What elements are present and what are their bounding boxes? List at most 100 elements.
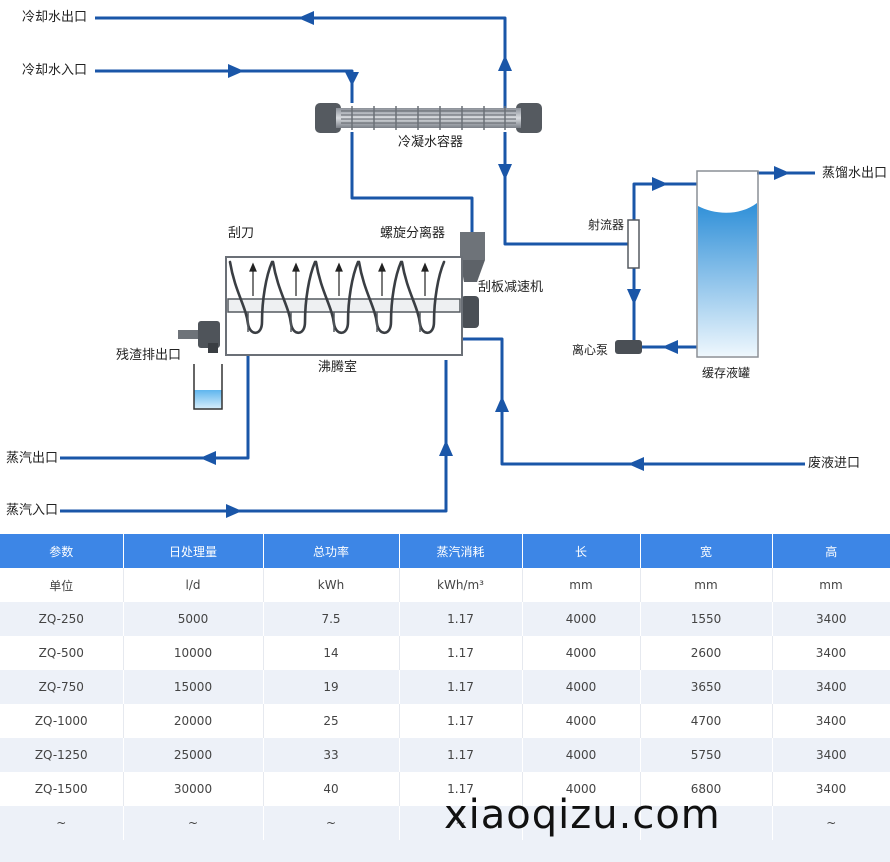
table-header-cell: 蒸汽消耗 bbox=[399, 534, 523, 568]
table-cell: 7.5 bbox=[263, 602, 400, 636]
label-steam-out: 蒸汽出口 bbox=[6, 451, 59, 466]
spiral-separator-icon bbox=[460, 232, 485, 282]
table-cell: mm bbox=[522, 568, 641, 602]
label-steam-in: 蒸汽入口 bbox=[6, 503, 59, 518]
table-cell: mm bbox=[640, 568, 773, 602]
arrow-icon bbox=[228, 64, 244, 78]
table-cell: ~ bbox=[263, 806, 400, 840]
table-header-cell: 参数 bbox=[0, 534, 124, 568]
table-cell: 3400 bbox=[772, 738, 890, 772]
table-header-cell: 宽 bbox=[640, 534, 773, 568]
table-header-cell: 长 bbox=[522, 534, 641, 568]
pipe-cooling-water-out bbox=[95, 16, 507, 108]
arrow-icon bbox=[345, 72, 359, 86]
table-cell: ZQ-250 bbox=[0, 602, 124, 636]
label-residue-outlet: 残渣排出口 bbox=[116, 348, 182, 363]
table-cell: 3400 bbox=[772, 772, 890, 806]
table-cell: 1.17 bbox=[399, 772, 523, 806]
label-scraper: 刮刀 bbox=[228, 226, 255, 241]
pipe-cooling-water-in bbox=[95, 69, 354, 103]
table-cell: 1550 bbox=[640, 602, 773, 636]
table-row: ~~~~~ bbox=[0, 806, 890, 840]
table-cell: 1.17 bbox=[399, 602, 523, 636]
arrow-icon bbox=[298, 11, 314, 25]
label-cooling-water-in: 冷却水入口 bbox=[22, 63, 88, 78]
residue-outlet-icon bbox=[178, 321, 220, 353]
table-cell: 1.17 bbox=[399, 704, 523, 738]
table-header-cell: 高 bbox=[772, 534, 890, 568]
table-cell: 4000 bbox=[522, 704, 641, 738]
pipes bbox=[60, 16, 815, 513]
table-cell bbox=[522, 806, 641, 840]
arrow-icon bbox=[662, 340, 678, 354]
table-cell: 19 bbox=[263, 670, 400, 704]
table-cell: 4000 bbox=[522, 738, 641, 772]
table-cell: 单位 bbox=[0, 568, 124, 602]
table-header-cell: 日处理量 bbox=[123, 534, 264, 568]
table-cell: 3400 bbox=[772, 704, 890, 738]
watermark: xiaoqizu.com bbox=[444, 792, 721, 838]
table-cell: 5000 bbox=[123, 602, 264, 636]
label-buffer-tank: 缓存液罐 bbox=[702, 366, 751, 380]
arrow-icon bbox=[495, 396, 509, 412]
table-cell: ZQ-500 bbox=[0, 636, 124, 670]
table-cell: 4000 bbox=[522, 602, 641, 636]
arrow-icon bbox=[498, 164, 512, 180]
centrifugal-pump-icon bbox=[615, 340, 642, 354]
table-cell: 2600 bbox=[640, 636, 773, 670]
label-scraper-reducer: 刮板减速机 bbox=[478, 280, 544, 295]
label-condenser: 冷凝水容器 bbox=[398, 135, 464, 150]
table-cell: 14 bbox=[263, 636, 400, 670]
table-cell: 20000 bbox=[123, 704, 264, 738]
table-cell: ZQ-1000 bbox=[0, 704, 124, 738]
table-cell: mm bbox=[772, 568, 890, 602]
table-cell: 3400 bbox=[772, 602, 890, 636]
arrow-icon bbox=[200, 451, 216, 465]
arrow-icon bbox=[439, 440, 453, 456]
label-distilled-water-out: 蒸馏水出口 bbox=[822, 166, 888, 181]
residue-cup-icon bbox=[193, 364, 223, 410]
boiling-chamber-icon bbox=[225, 256, 463, 356]
ejector-icon bbox=[627, 219, 640, 269]
arrow-icon bbox=[628, 457, 644, 471]
table-cell: 4000 bbox=[522, 772, 641, 806]
arrow-icon bbox=[226, 504, 242, 518]
arrow-icon bbox=[652, 177, 668, 191]
table-cell: 6800 bbox=[640, 772, 773, 806]
label-boiling-chamber: 沸腾室 bbox=[318, 360, 358, 375]
table-cell: 25 bbox=[263, 704, 400, 738]
table-cell: 5750 bbox=[640, 738, 773, 772]
table-cell: 1.17 bbox=[399, 738, 523, 772]
table-cell: 4000 bbox=[522, 636, 641, 670]
table-cell: 10000 bbox=[123, 636, 264, 670]
table-header-cell: 总功率 bbox=[263, 534, 400, 568]
table-cell: 30000 bbox=[123, 772, 264, 806]
label-cooling-water-out: 冷却水出口 bbox=[22, 10, 88, 25]
table-cell: ~ bbox=[123, 806, 264, 840]
arrow-icon bbox=[498, 55, 512, 71]
table-header-row: 参数 日处理量 总功率 蒸汽消耗 长 宽 高 bbox=[0, 534, 890, 568]
table-cell: 15000 bbox=[123, 670, 264, 704]
table-cell: 40 bbox=[263, 772, 400, 806]
table-cell bbox=[640, 806, 773, 840]
table-cell: 33 bbox=[263, 738, 400, 772]
table-cell: ~ bbox=[399, 806, 523, 840]
table-cell: 4700 bbox=[640, 704, 773, 738]
table-cell: ZQ-750 bbox=[0, 670, 124, 704]
pipe-ejector-to-pump bbox=[622, 268, 636, 348]
table-cell: kWh/m³ bbox=[399, 568, 523, 602]
bottom-strip bbox=[0, 840, 890, 862]
buffer-tank-icon bbox=[696, 170, 759, 358]
pipe-steam-out bbox=[60, 345, 250, 460]
table-cell: 1.17 bbox=[399, 670, 523, 704]
label-ejector: 射流器 bbox=[588, 218, 625, 232]
arrow-icon bbox=[774, 166, 790, 180]
label-waste-liquid-in: 废液进口 bbox=[808, 456, 861, 471]
process-diagram-svg bbox=[60, 11, 815, 518]
